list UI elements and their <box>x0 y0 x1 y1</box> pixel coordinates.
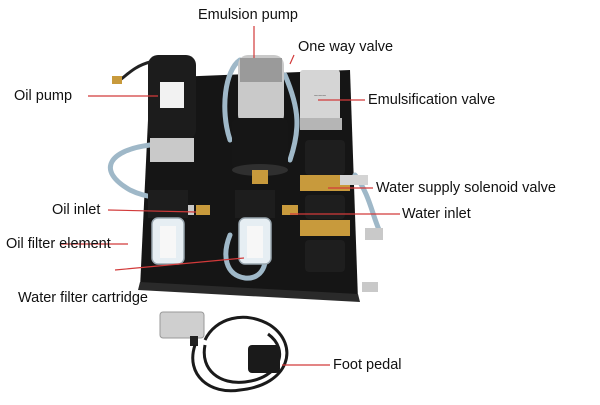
label-water-supply-solenoid-valve: Water supply solenoid valve <box>376 180 556 196</box>
label-water-filter-cartridge: Water filter cartridge <box>18 290 148 306</box>
label-one-way-valve: One way valve <box>298 39 394 55</box>
label-oil-filter-element: Oil filter element <box>6 236 111 252</box>
leader-lines <box>60 26 400 366</box>
label-oil-pump: Oil pump <box>14 88 73 104</box>
label-water-inlet: Water inlet <box>402 206 471 222</box>
emulsion-pump <box>232 55 288 184</box>
oil-filter-element <box>148 190 188 265</box>
label-emulsification-valve: Emulsification valve <box>368 92 496 108</box>
label-oil-inlet: Oil inlet <box>52 202 101 218</box>
svg-text:~~~: ~~~ <box>314 93 326 100</box>
emulsification-valve: ~~~ <box>300 70 342 130</box>
label-foot-pedal: Foot pedal <box>333 357 402 373</box>
foot-pedal-assembly <box>159 311 289 393</box>
oil-pump <box>112 55 196 162</box>
water-supply-solenoid-valve <box>300 140 368 272</box>
label-emulsion-pump: Emulsion pump <box>198 7 298 23</box>
water-filter-cartridge <box>235 190 275 265</box>
